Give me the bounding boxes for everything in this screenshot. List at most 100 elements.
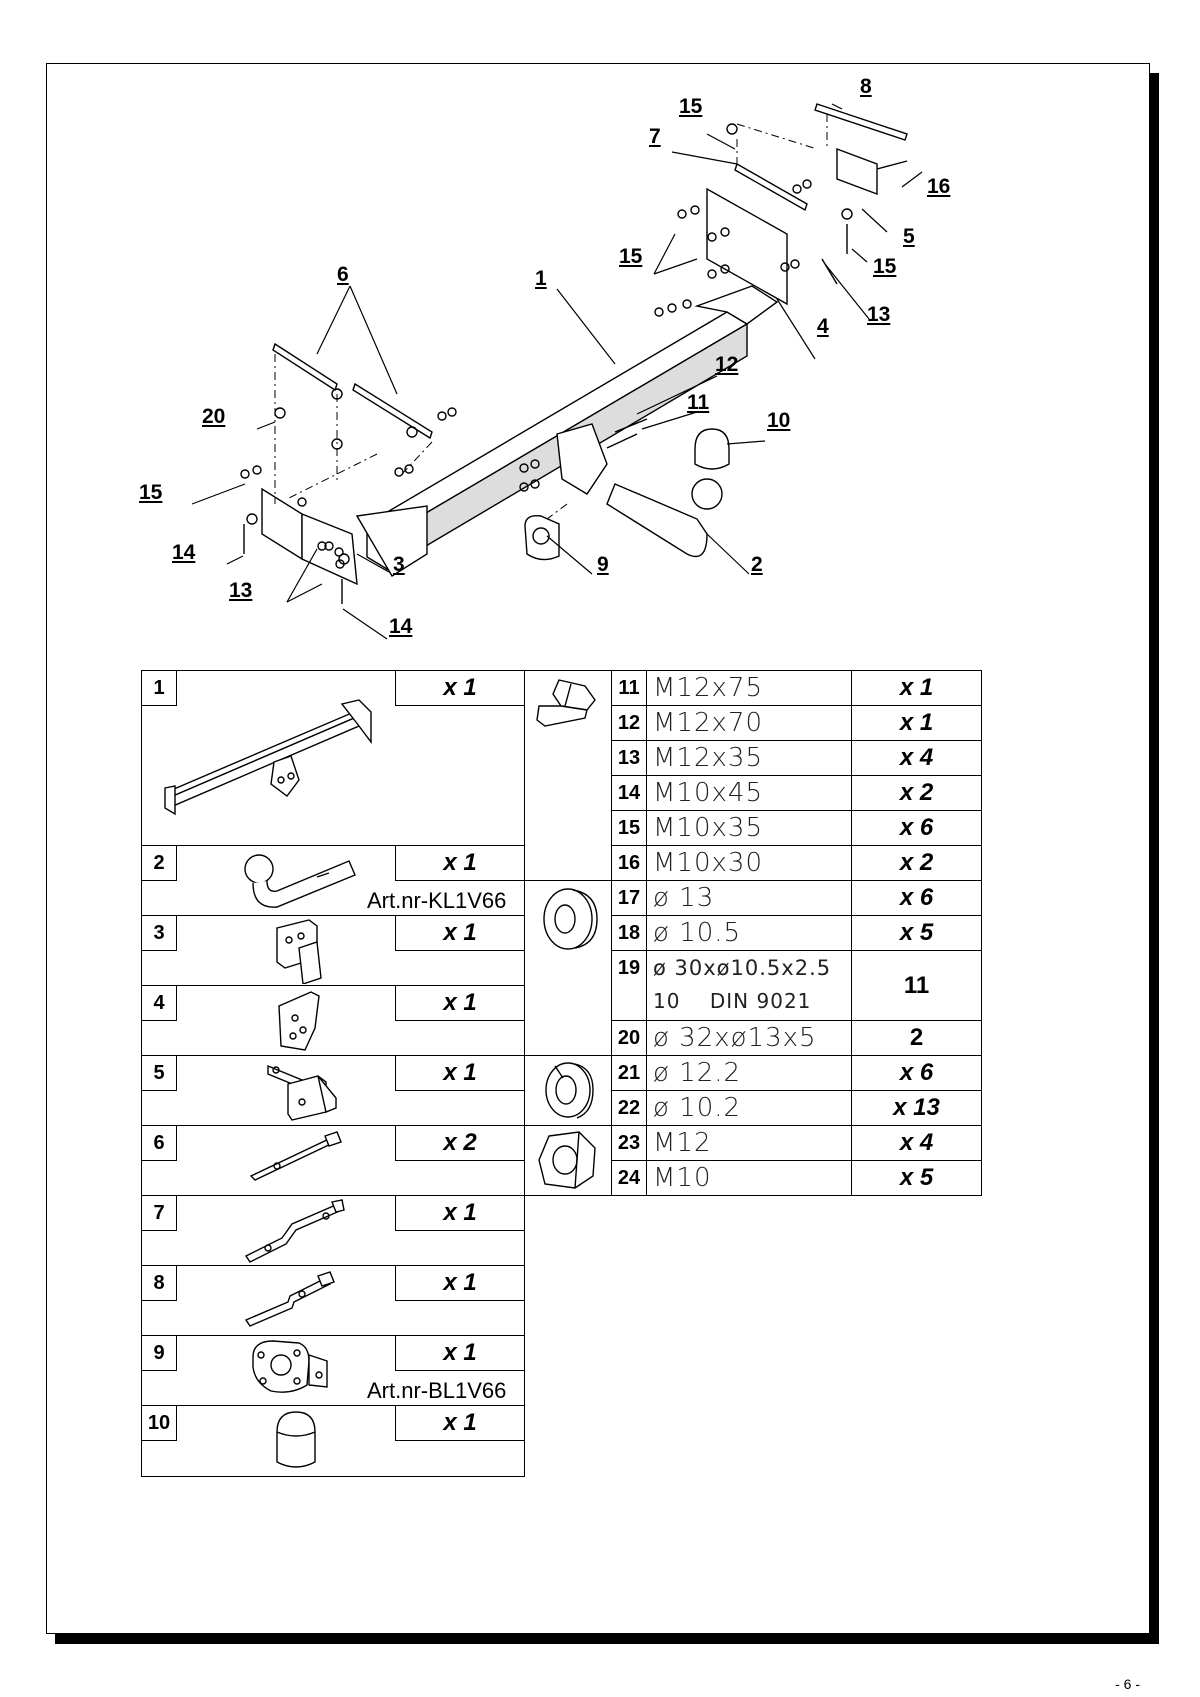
part-number: 7 xyxy=(141,1195,177,1231)
bracket-4-thumbnail xyxy=(278,991,320,1051)
callout-3: 3 xyxy=(393,553,405,576)
hardware-number: 20 xyxy=(611,1020,647,1056)
hardware-number: 24 xyxy=(611,1160,647,1196)
part-number: 6 xyxy=(141,1125,177,1161)
ball-cover-thumbnail xyxy=(276,1411,316,1468)
callout-16: 16 xyxy=(927,175,951,198)
callout-10: 10 xyxy=(767,409,791,432)
hardware-spec: ø 13 xyxy=(646,880,852,916)
callout-4: 4 xyxy=(817,315,829,338)
callout-2: 2 xyxy=(751,553,763,576)
hardware-quantity: x 1 xyxy=(851,705,982,741)
hardware-spec-line: 10 DIN 9021 xyxy=(653,989,812,1013)
hardware-spec: M12 xyxy=(646,1125,852,1161)
ball-cover-drawing xyxy=(694,428,730,470)
hardware-quantity: x 4 xyxy=(851,740,982,776)
callout-15: 15 xyxy=(679,95,703,118)
callout-5: 5 xyxy=(903,225,915,248)
socket-plate-drawing xyxy=(524,515,560,561)
hardware-number: 16 xyxy=(611,845,647,881)
hardware-number: 22 xyxy=(611,1090,647,1126)
callout-14: 14 xyxy=(389,615,413,638)
hardware-spec: M10x35 xyxy=(646,810,852,846)
callout-9: 9 xyxy=(597,553,609,576)
drop-bracket-drawing xyxy=(556,423,608,495)
bracket-3-drawing xyxy=(261,487,358,586)
socket-plate-thumbnail xyxy=(252,1340,328,1393)
callout-14: 14 xyxy=(172,541,196,564)
callout-15: 15 xyxy=(873,255,897,278)
hardware-spec: ø 10.2 xyxy=(646,1090,852,1126)
hardware-spec: M12x35 xyxy=(646,740,852,776)
page-frame: 8 15 7 16 5 15 15 13 4 6 1 12 11 10 20 1… xyxy=(46,63,1150,1692)
plate-6-drawing xyxy=(272,342,433,440)
part-number: 8 xyxy=(141,1265,177,1301)
hardware-quantity: x 5 xyxy=(851,915,982,951)
hardware-number: 23 xyxy=(611,1125,647,1161)
ball-neck-drawing xyxy=(606,478,723,558)
part-quantity: x 1 xyxy=(395,845,525,881)
part-quantity: x 1 xyxy=(395,1405,525,1441)
part-number: 3 xyxy=(141,915,177,951)
hardware-quantity: x 6 xyxy=(851,1055,982,1091)
callout-13: 13 xyxy=(229,579,253,602)
callout-6: 6 xyxy=(337,263,349,286)
ball-neck-thumbnail xyxy=(244,854,356,908)
callout-11: 11 xyxy=(687,391,710,414)
hardware-spec: ø 30xø10.5x2.5 10 DIN 9021 xyxy=(646,950,852,1021)
part-quantity: x 2 xyxy=(395,1125,525,1161)
callout-8: 8 xyxy=(860,75,872,98)
crossbar-thumbnail xyxy=(164,699,372,816)
callout-7: 7 xyxy=(649,125,661,148)
hex-nut-icon xyxy=(538,1131,596,1189)
hardware-quantity: x 13 xyxy=(851,1090,982,1126)
hardware-number: 14 xyxy=(611,775,647,811)
hardware-number: 21 xyxy=(611,1055,647,1091)
hardware-spec: M10 xyxy=(646,1160,852,1196)
spring-washer-icon xyxy=(545,1062,594,1119)
part-number: 1 xyxy=(141,670,177,706)
plate-8-thumbnail xyxy=(244,1271,335,1327)
hardware-spec: ø 32xø13x5 xyxy=(646,1020,852,1056)
hardware-number: 12 xyxy=(611,705,647,741)
hardware-quantity: x 2 xyxy=(851,775,982,811)
page-number: - 6 - xyxy=(1115,1676,1140,1692)
callout-15: 15 xyxy=(139,481,163,504)
callout-12: 12 xyxy=(715,353,739,376)
hardware-spec: M12x70 xyxy=(646,705,852,741)
plate-6-thumbnail xyxy=(249,1131,342,1181)
hardware-quantity: 11 xyxy=(851,950,982,1021)
part-quantity: x 1 xyxy=(395,1195,525,1231)
hardware-spec: M10x45 xyxy=(646,775,852,811)
part-number: 4 xyxy=(141,985,177,1021)
bolt-icon xyxy=(536,679,596,727)
callout-20: 20 xyxy=(202,405,226,428)
part-quantity: x 1 xyxy=(395,985,525,1021)
bracket-5-thumbnail xyxy=(267,1064,337,1121)
part-number: 5 xyxy=(141,1055,177,1091)
hardware-quantity: x 2 xyxy=(851,845,982,881)
article-number: Art.nr-KL1V66 xyxy=(367,888,507,913)
part-quantity: x 1 xyxy=(395,1265,525,1301)
part-quantity: x 1 xyxy=(395,915,525,951)
flat-washer-icon xyxy=(543,888,598,950)
hardware-spec: M12x75 xyxy=(646,670,852,706)
hardware-number: 17 xyxy=(611,880,647,916)
right-brackets-drawing xyxy=(706,103,908,306)
hardware-spec: ø 12.2 xyxy=(646,1055,852,1091)
bracket-3-thumbnail xyxy=(276,919,322,984)
part-quantity: x 1 xyxy=(395,670,525,706)
hardware-spec: M10x30 xyxy=(646,845,852,881)
hardware-number: 19 xyxy=(611,950,647,1021)
hardware-quantity: x 4 xyxy=(851,1125,982,1161)
hardware-number: 13 xyxy=(611,740,647,776)
hardware-quantity: x 5 xyxy=(851,1160,982,1196)
leader-lines xyxy=(191,103,923,640)
hardware-number: 18 xyxy=(611,915,647,951)
hardware-quantity: x 1 xyxy=(851,670,982,706)
assembly-lines xyxy=(274,114,828,520)
callout-1: 1 xyxy=(535,267,547,290)
article-number: Art.nr-BL1V66 xyxy=(367,1378,507,1403)
hardware-quantity: x 6 xyxy=(851,880,982,916)
callout-15: 15 xyxy=(619,245,643,268)
